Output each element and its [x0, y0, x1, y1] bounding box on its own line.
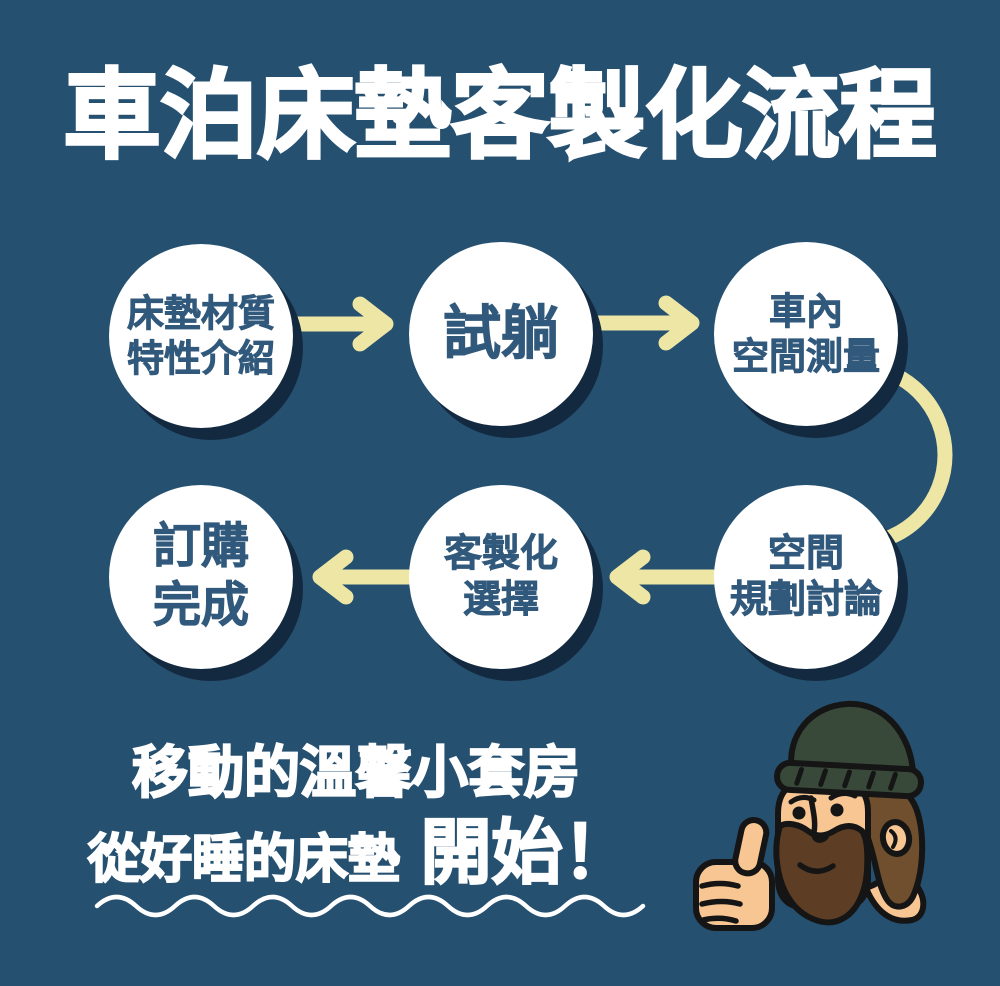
step-6-line-1: 訂購: [152, 520, 250, 574]
mascot-eye-left: [792, 806, 806, 820]
step-5-line-2: 選擇: [462, 579, 540, 622]
wavy-underline: [94, 894, 646, 918]
mascot-thumbs-up: [693, 700, 927, 931]
step-4-line-1: 空間: [767, 532, 845, 575]
tagline-line-1: 移動的溫馨小套房: [131, 741, 581, 804]
arrow-right-icon: [584, 295, 700, 351]
arrow-left-icon: [609, 549, 726, 605]
flow-step-4-circle: 空間 規劃討論: [714, 485, 898, 669]
flow-step-6-circle: 訂購 完成: [109, 485, 293, 669]
step-6-line-2: 完成: [152, 579, 250, 633]
page-title: 車泊床墊客製化流程: [62, 59, 938, 171]
wave-line: [94, 894, 646, 918]
tagline-block: 移動的溫馨小套房 從好睡的床墊 開始！: [87, 741, 668, 893]
mascot-beanie-dome: [788, 700, 916, 775]
flow-step-1-circle: 床墊材質 特性介紹: [109, 244, 293, 428]
step-2-line-1: 試躺: [442, 300, 560, 366]
step-3-line-2: 空間測量: [732, 336, 881, 378]
tagline-line-2-emphasis: 開始！: [419, 813, 634, 893]
flow-step-3-circle: 車內 空間測量: [714, 242, 898, 426]
mascot-nose: [808, 795, 829, 843]
step-4-line-2: 規劃討論: [729, 579, 883, 622]
tagline-line-2: 從好睡的床墊 開始！: [87, 813, 668, 893]
step-1-line-1: 床墊材質: [127, 292, 276, 334]
mascot-finger-lines: [699, 880, 743, 924]
mascot-eye-right: [830, 803, 844, 817]
arrow-right-icon: [279, 296, 394, 352]
flow-step-5-circle: 客製化 選擇: [409, 485, 593, 669]
arrow-left-icon: [312, 549, 420, 605]
mascot-beanie-stitches: [794, 766, 898, 791]
tagline-line-2-prefix: 從好睡的床墊: [87, 830, 401, 889]
mascot-ear-line: [889, 829, 898, 849]
step-5-line-1: 客製化: [443, 532, 559, 575]
flow-step-2-circle: 試躺: [409, 242, 593, 426]
step-3-line-1: 車內: [769, 290, 844, 332]
mascot-thumb: [732, 817, 770, 877]
curve-down-connector: [848, 358, 953, 552]
mascot-smile: [797, 862, 836, 874]
step-1-line-2: 特性介紹: [127, 338, 276, 380]
